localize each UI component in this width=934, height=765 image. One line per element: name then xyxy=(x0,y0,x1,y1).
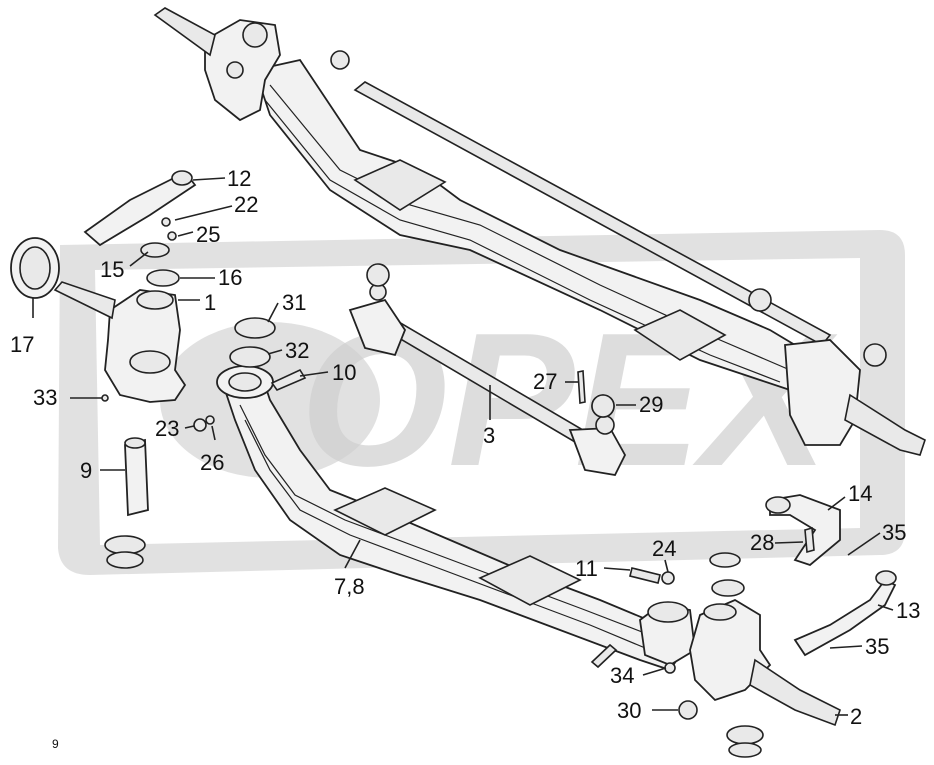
callout-34: 34 xyxy=(610,663,634,688)
washer-15 xyxy=(140,242,170,258)
lower-spring-pad-left xyxy=(333,487,437,536)
king-pin-9 xyxy=(124,438,149,517)
upper-tie-rod xyxy=(353,81,832,347)
spindle-right xyxy=(749,658,841,727)
pin-10 xyxy=(270,368,307,391)
right-knuckle-group xyxy=(590,494,897,758)
upper-left-spindle xyxy=(153,7,216,57)
callout-3: 3 xyxy=(483,423,495,448)
upper-right-knuckle xyxy=(784,339,861,446)
callout-13: 13 xyxy=(896,598,920,623)
callout-35b: 35 xyxy=(865,634,889,659)
cotter-pin-27 xyxy=(577,370,586,404)
callout-32: 32 xyxy=(285,338,309,363)
callout-1: 1 xyxy=(204,290,216,315)
callout-28: 28 xyxy=(750,530,774,555)
callout-16: 16 xyxy=(218,265,242,290)
callout-25: 25 xyxy=(196,222,220,247)
pin-right xyxy=(590,643,618,669)
tie-rod-assembly xyxy=(348,263,627,476)
callout-31: 31 xyxy=(282,290,306,315)
callout-15: 15 xyxy=(100,257,124,282)
upper-spring-pad-right xyxy=(633,309,727,361)
callout-7-8: 7,8 xyxy=(334,574,365,599)
steering-arm-14 xyxy=(769,494,841,567)
callout-labels: 12 22 25 15 16 17 1 31 32 10 33 23 26 9 … xyxy=(10,166,920,751)
upper-spring-pad-left xyxy=(353,159,447,211)
tie-rod-end-left xyxy=(348,298,407,357)
callout-2: 2 xyxy=(850,704,862,729)
washer-16 xyxy=(146,269,180,287)
left-knuckle-group xyxy=(10,170,307,569)
callout-27: 27 xyxy=(533,369,557,394)
nut-24 xyxy=(661,571,675,585)
nut-30 xyxy=(678,700,698,720)
steering-arm-12 xyxy=(83,170,197,247)
callout-11: 11 xyxy=(575,556,598,581)
callout-33: 33 xyxy=(33,385,57,410)
callout-26: 26 xyxy=(200,450,224,475)
watermark: OPEX xyxy=(58,230,905,575)
spindle-left xyxy=(53,281,116,320)
shim-right xyxy=(726,725,764,745)
washer-right-b xyxy=(711,579,745,597)
callout-23: 23 xyxy=(155,416,179,441)
nut-26 xyxy=(205,415,215,425)
bolt-11 xyxy=(629,567,661,584)
callout-14: 14 xyxy=(848,481,872,506)
washer-31 xyxy=(234,317,276,339)
bolt-33 xyxy=(101,394,109,402)
callout-9: 9 xyxy=(80,458,92,483)
callout-12: 12 xyxy=(227,166,251,191)
tie-rod-fasteners xyxy=(577,370,615,418)
upper-axle-assembly xyxy=(153,7,926,456)
callout-24: 24 xyxy=(652,536,676,561)
nut-34 xyxy=(664,662,676,674)
lower-spring-pad-right xyxy=(478,555,582,606)
callout-9-small: 9 xyxy=(52,737,59,751)
callout-22: 22 xyxy=(234,192,258,217)
leader-lines xyxy=(32,177,894,716)
nut-23 xyxy=(193,418,207,432)
steering-arm-13 xyxy=(793,578,897,657)
nut-25 xyxy=(167,231,177,241)
bolt-22 xyxy=(161,217,171,227)
washer-32 xyxy=(229,346,271,368)
callout-30: 30 xyxy=(617,698,641,723)
lower-axle-assembly xyxy=(216,365,696,672)
callout-35a: 35 xyxy=(882,520,906,545)
castle-nut-29 xyxy=(591,394,615,418)
upper-right-spindle xyxy=(844,393,926,456)
callout-17: 17 xyxy=(10,332,34,357)
pin-28 xyxy=(804,526,815,554)
washer-right-a xyxy=(709,552,741,568)
callout-29: 29 xyxy=(639,392,663,417)
callout-10: 10 xyxy=(332,360,356,385)
